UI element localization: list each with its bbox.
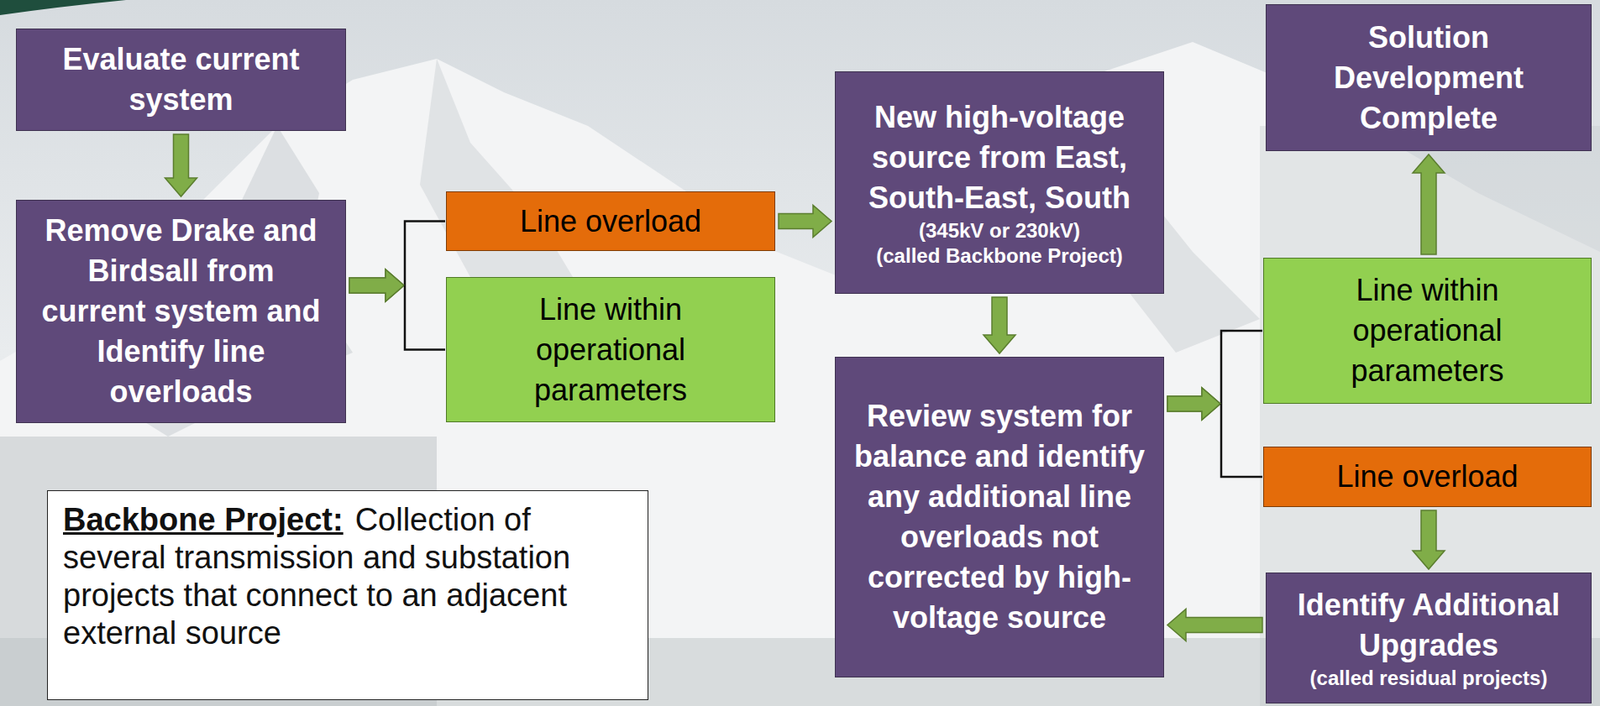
box-label: Review system for balance and identify a… [852,396,1147,639]
block-arrow [349,269,404,302]
box-label: Identify Additional Upgrades [1283,585,1574,667]
flow-arrow [1167,609,1263,642]
overload-box: Line overload [1263,446,1592,508]
flow-arrow [349,269,446,351]
box-sublabel: (345kV or 230kV) [918,218,1081,244]
box-sublabel: (called residual projects) [1310,666,1548,692]
block-arrow [1412,154,1445,255]
flow-arrow [778,205,832,238]
overload-box: Line overload [445,191,776,252]
process-box: New high-voltage source from East, South… [834,71,1165,294]
block-arrow [1167,388,1221,420]
block-arrow [778,205,832,238]
flow-arrow [1167,330,1263,420]
box-label: Solution Development Complete [1283,17,1574,139]
block-arrow [1167,388,1221,420]
flow-arrow [1412,154,1445,255]
note-text: Backbone Project:Collection of several t… [62,501,633,653]
process-box: Evaluate current system [15,28,347,132]
process-box: Review system for balance and identify a… [834,356,1165,678]
note-box: Backbone Project:Collection of several t… [47,490,649,701]
box-label: Line within operational parameters [1280,270,1574,392]
box-label: Evaluate current system [33,39,329,121]
block-arrow [1412,510,1445,570]
bracket-line [404,221,446,287]
corner-band [0,0,126,16]
box-label: Line overload [519,201,702,242]
flow-arrow [1167,388,1263,478]
process-box: Solution Development Complete [1265,4,1592,152]
block-arrow [983,297,1016,354]
flow-arrow [1412,510,1445,570]
box-sublabel: (called Backbone Project) [876,243,1123,269]
ok-box: Line within operational parameters [445,277,776,423]
bracket-line [404,285,446,351]
block-arrow [165,134,198,197]
box-label: New high-voltage source from East, South… [852,97,1147,219]
flow-arrow [349,221,446,303]
ok-box: Line within operational parameters [1263,257,1592,404]
flow-arrow [983,297,1016,354]
block-arrow [349,269,404,302]
bracket-line [1221,403,1263,478]
process-box: Remove Drake and Birdsall from current s… [15,199,347,424]
box-label: Remove Drake and Birdsall from current s… [33,210,329,413]
bracket-line [1221,330,1263,404]
box-label: Line within operational parameters [463,289,758,411]
flow-arrow [165,134,198,197]
note-heading: Backbone Project: [62,502,344,538]
process-box: Identify Additional Upgrades(called resi… [1265,572,1592,704]
storage-tank [1259,125,1600,706]
box-label: Line overload [1336,456,1518,498]
block-arrow [1167,609,1263,642]
